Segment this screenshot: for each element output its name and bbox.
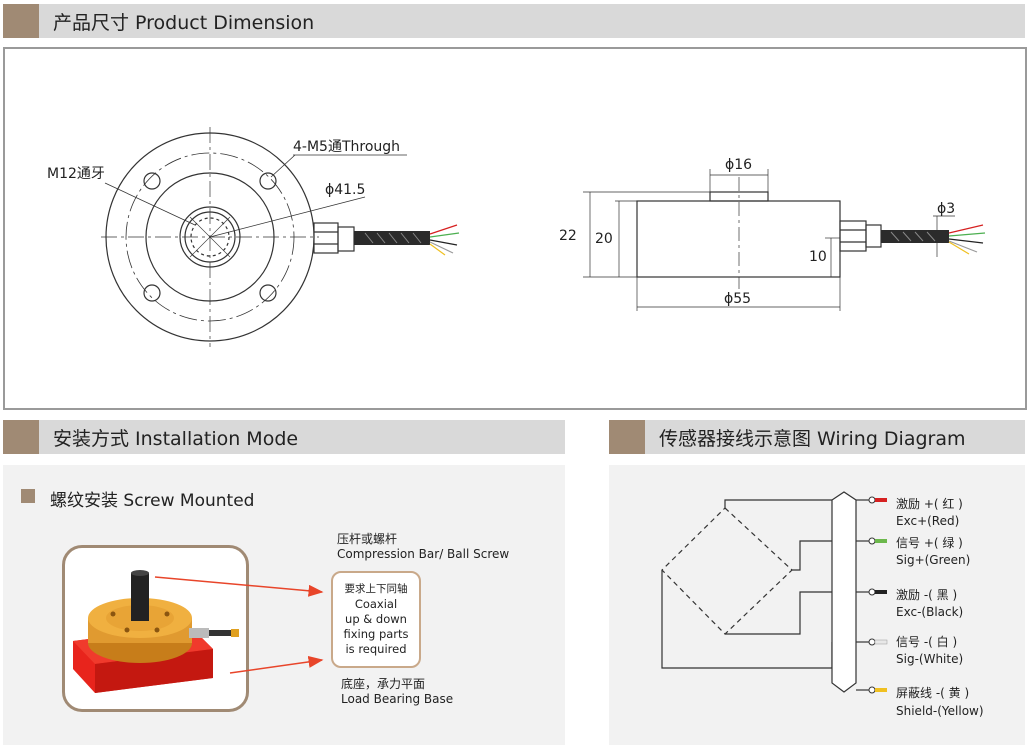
section-header-wiring-diagram: 传感器接线示意图 Wiring Diagram	[609, 420, 1025, 454]
mount-hole	[259, 172, 277, 190]
base-label-en: Load Bearing Base	[341, 692, 454, 706]
base-label-cn: 底座，承力平面	[341, 677, 426, 691]
side-view	[583, 169, 955, 311]
wire-label-cn: 信号 -( 白 )	[896, 635, 958, 649]
wire-sig-plus	[792, 540, 832, 571]
wiring-panel	[609, 465, 1025, 745]
wire-label-cn: 激励 +( 红 )	[896, 497, 963, 511]
top-boss	[709, 191, 769, 202]
callout-line: is required	[345, 642, 407, 656]
holes-label: 4-M5通Through	[293, 139, 400, 155]
dimension-drawing: M12通牙 4-M5通Through ϕ41.5	[47, 127, 986, 347]
top-diameter-label: ϕ16	[725, 157, 752, 173]
cable-height-label: 10	[809, 249, 827, 265]
wire-label-cn: 激励 -( 黑 )	[896, 588, 958, 602]
bridge-diamond	[661, 507, 793, 635]
callout-cn: 要求上下同轴	[344, 583, 408, 595]
wire-tips	[868, 496, 888, 694]
wire-label-en: Sig-(White)	[896, 652, 964, 666]
installation-subtitle: 螺纹安装 Screw Mounted	[50, 491, 255, 511]
compression-label-cn: 压杆或螺杆	[337, 532, 398, 546]
coaxial-callout: 要求上下同轴 Coaxial up & down fixing parts is…	[331, 571, 421, 668]
cable-diameter-label: ϕ3	[937, 201, 955, 217]
section-header-product-dimension: 产品尺寸 Product Dimension	[3, 4, 1025, 38]
installation-photo	[62, 545, 249, 712]
compression-label-en: Compression Bar/ Ball Screw	[337, 547, 510, 561]
callout-line: up & down	[345, 612, 407, 626]
wire-label-cn: 屏蔽线 -( 黄 )	[896, 686, 970, 700]
header-accent-square	[3, 4, 39, 38]
wire-sig-minus	[661, 570, 833, 669]
wire-label-en: Exc+(Red)	[896, 514, 960, 528]
mount-hole	[143, 172, 161, 190]
callout-line: fixing parts	[343, 627, 409, 641]
wire-label-en: Exc-(Black)	[896, 605, 964, 619]
side-cable	[881, 224, 986, 255]
wire-exc-minus	[725, 591, 832, 635]
mount-hole	[143, 284, 161, 302]
thread-label: M12通牙	[47, 166, 105, 182]
wire-label-en: Shield-(Yellow)	[896, 704, 984, 718]
section-title: 传感器接线示意图 Wiring Diagram	[659, 427, 966, 450]
header-accent-square	[609, 420, 645, 454]
callout-line: Coaxial	[354, 597, 398, 611]
section-title: 安装方式 Installation Mode	[53, 427, 299, 450]
front-view	[101, 127, 366, 347]
header-accent-square	[3, 420, 39, 454]
dimension-drawing-panel: M12通牙 4-M5通Through ϕ41.5	[3, 47, 1027, 410]
wire-exc-plus	[724, 499, 832, 508]
bolt-circle-label: ϕ41.5	[325, 182, 365, 198]
wire-label-cn: 信号 +( 绿 )	[896, 536, 963, 550]
mount-hole	[259, 284, 277, 302]
body-diameter-label: ϕ55	[724, 291, 751, 307]
section-header-installation-mode: 安装方式 Installation Mode	[3, 420, 565, 454]
front-cable	[354, 224, 460, 256]
wire-label-en: Sig+(Green)	[896, 553, 971, 567]
subtitle-bullet	[21, 489, 35, 503]
height-total-label: 22	[559, 228, 577, 244]
section-title: 产品尺寸 Product Dimension	[53, 11, 315, 34]
height-body-label: 20	[595, 231, 613, 247]
cable-bundle	[831, 491, 857, 693]
